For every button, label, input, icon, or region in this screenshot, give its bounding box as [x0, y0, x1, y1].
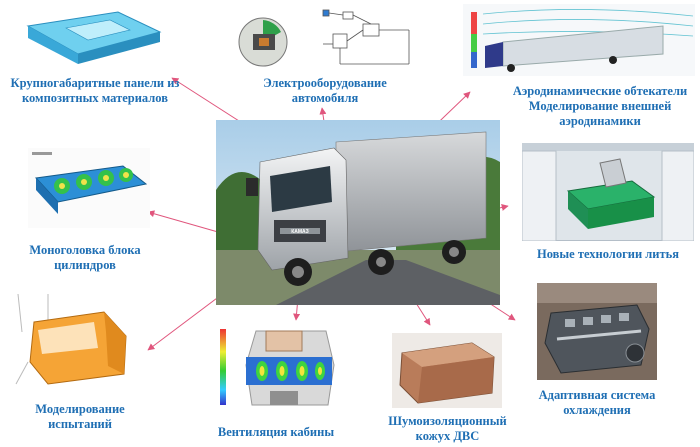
caption-aero: Аэродинамические обтекатели Моделировани… [512, 84, 688, 128]
caption-electro: Электрооборудование автомобиля [263, 76, 387, 105]
caption-cooling: Адаптивная система охлаждения [538, 388, 656, 417]
truck-badge: КАМАЗ [291, 229, 309, 235]
caption-casting: Новые технологии литья [536, 247, 680, 261]
cooling-engine-image [537, 283, 657, 380]
aero-simulation-image [463, 4, 695, 76]
caption-testing: Моделирование испытаний [35, 402, 125, 431]
composite-panel-image [18, 8, 168, 70]
truck-photo: КАМАЗ [216, 120, 500, 305]
electro-schematic-image [233, 4, 413, 70]
casting-software-image [522, 143, 694, 241]
caption-composite: Крупногабаритные панели из композитных м… [10, 76, 180, 105]
caption-ventilation: Вентиляция кабины [217, 425, 335, 439]
cab-testing-image [8, 292, 136, 390]
noise-cover-image [392, 333, 502, 408]
cylinder-head-image [28, 148, 150, 228]
cab-ventilation-image [216, 325, 346, 417]
caption-cylinder: Моноголовка блока цилиндров [29, 243, 141, 272]
caption-noise: Шумоизоляционный кожух ДВС [388, 414, 507, 443]
